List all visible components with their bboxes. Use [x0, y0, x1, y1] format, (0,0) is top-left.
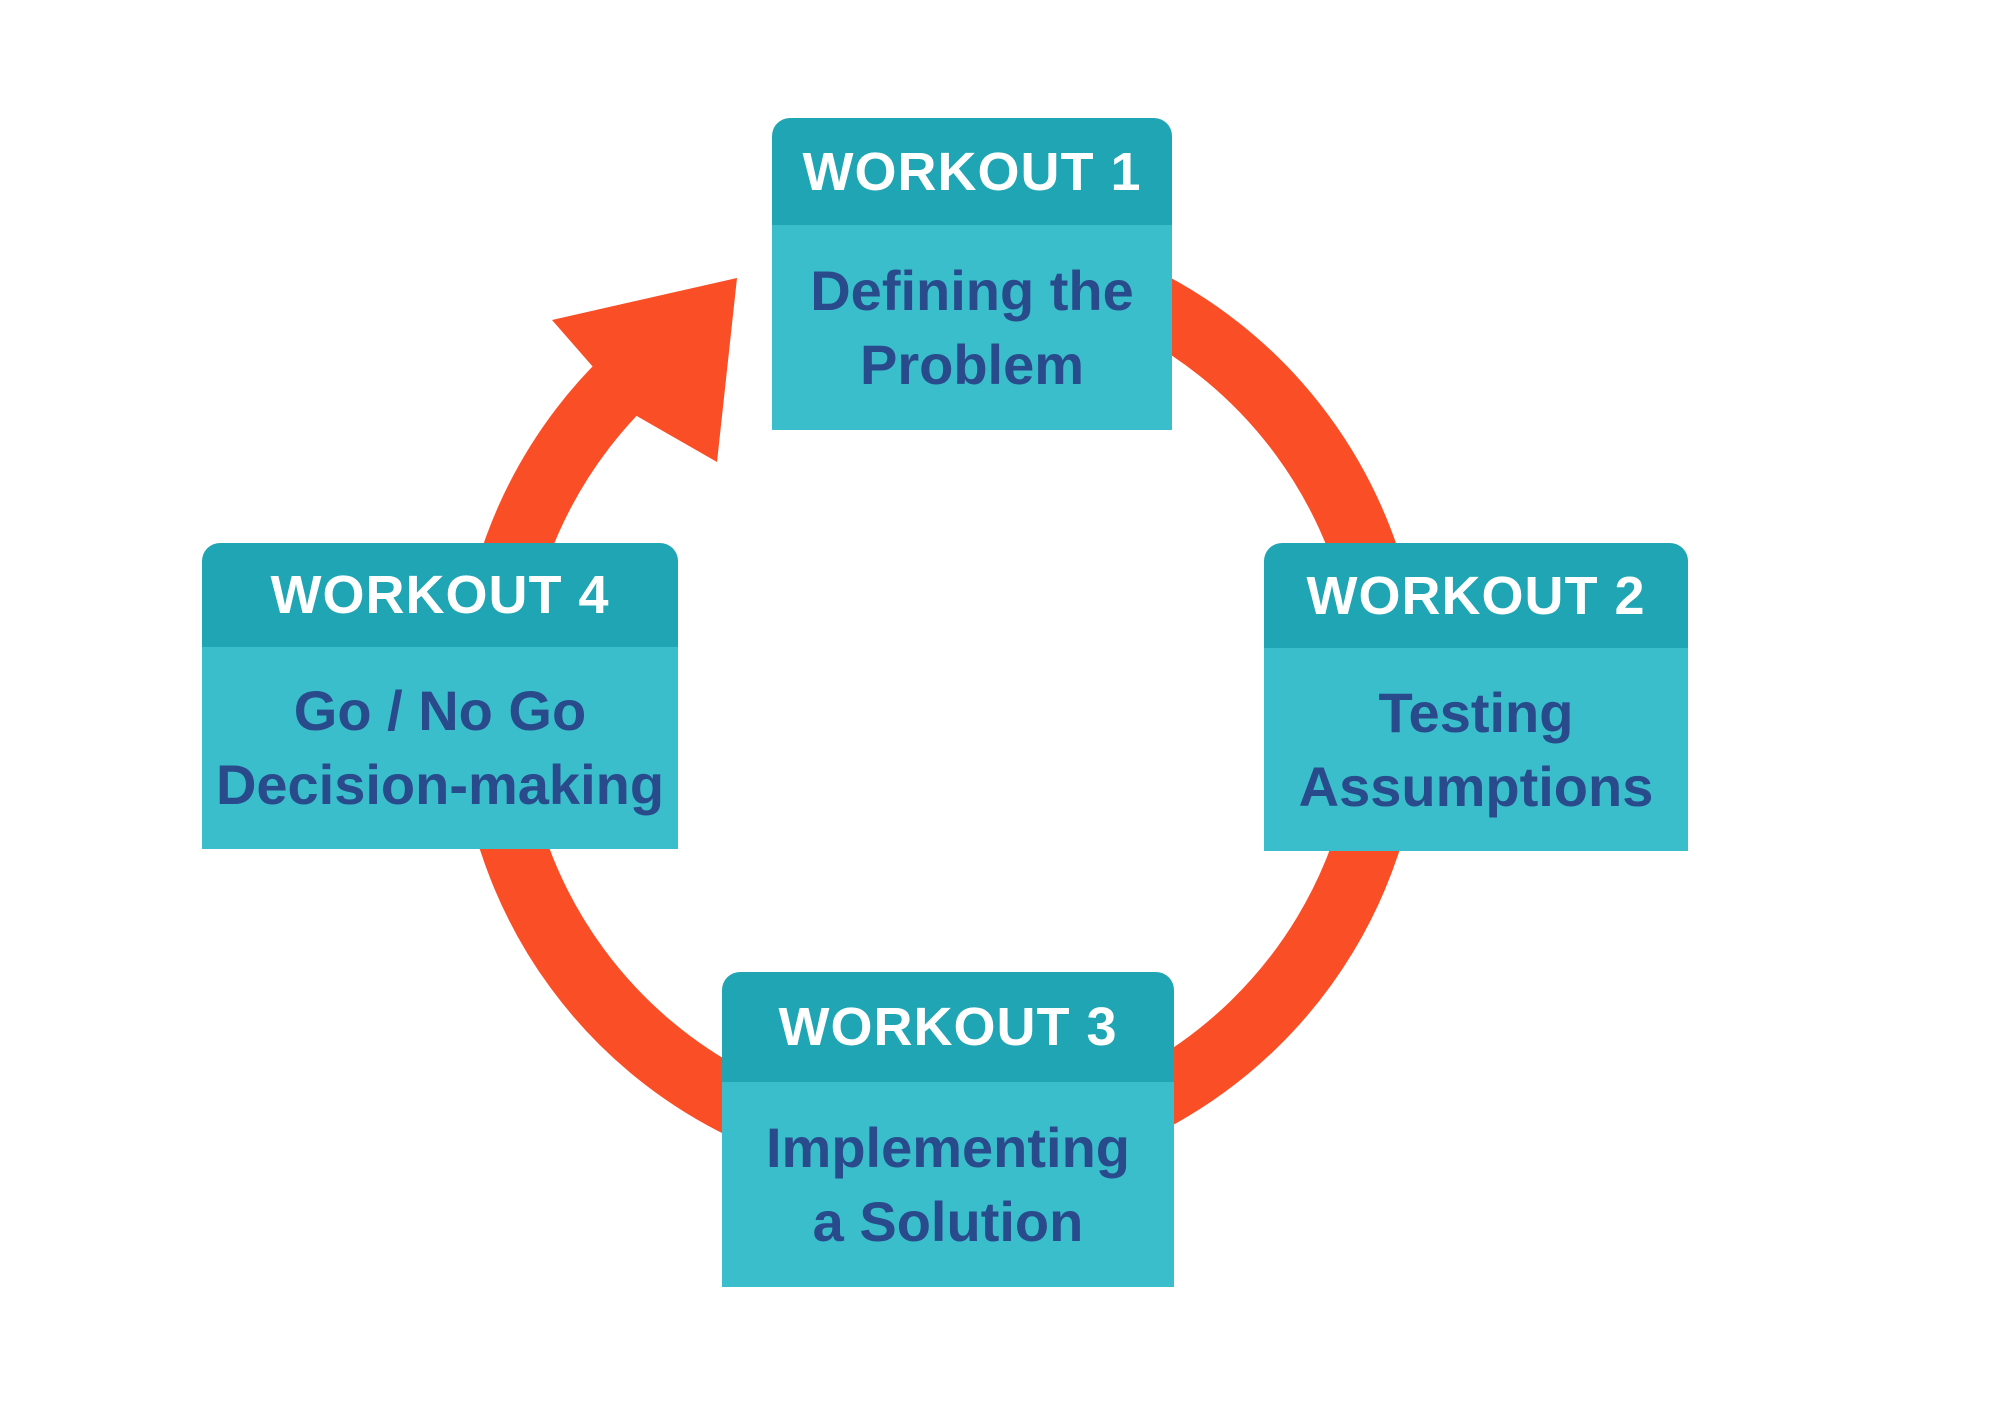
- workout-3-card: WORKOUT 3 Implementing a Solution: [722, 972, 1174, 1287]
- workout-1-description: Defining the Problem: [772, 225, 1172, 430]
- arrow-head-icon: [552, 278, 737, 462]
- workout-3-description: Implementing a Solution: [722, 1082, 1174, 1287]
- workout-4-title: WORKOUT 4: [202, 543, 678, 647]
- workout-2-description: Testing Assumptions: [1264, 648, 1688, 851]
- workout-2-title: WORKOUT 2: [1264, 543, 1688, 648]
- workout-1-title: WORKOUT 1: [772, 118, 1172, 225]
- workout-3-title: WORKOUT 3: [722, 972, 1174, 1082]
- workout-4-card: WORKOUT 4 Go / No Go Decision-making: [202, 543, 678, 849]
- workout-2-card: WORKOUT 2 Testing Assumptions: [1264, 543, 1688, 851]
- workout-4-description: Go / No Go Decision-making: [202, 647, 678, 849]
- workout-1-card: WORKOUT 1 Defining the Problem: [772, 118, 1172, 430]
